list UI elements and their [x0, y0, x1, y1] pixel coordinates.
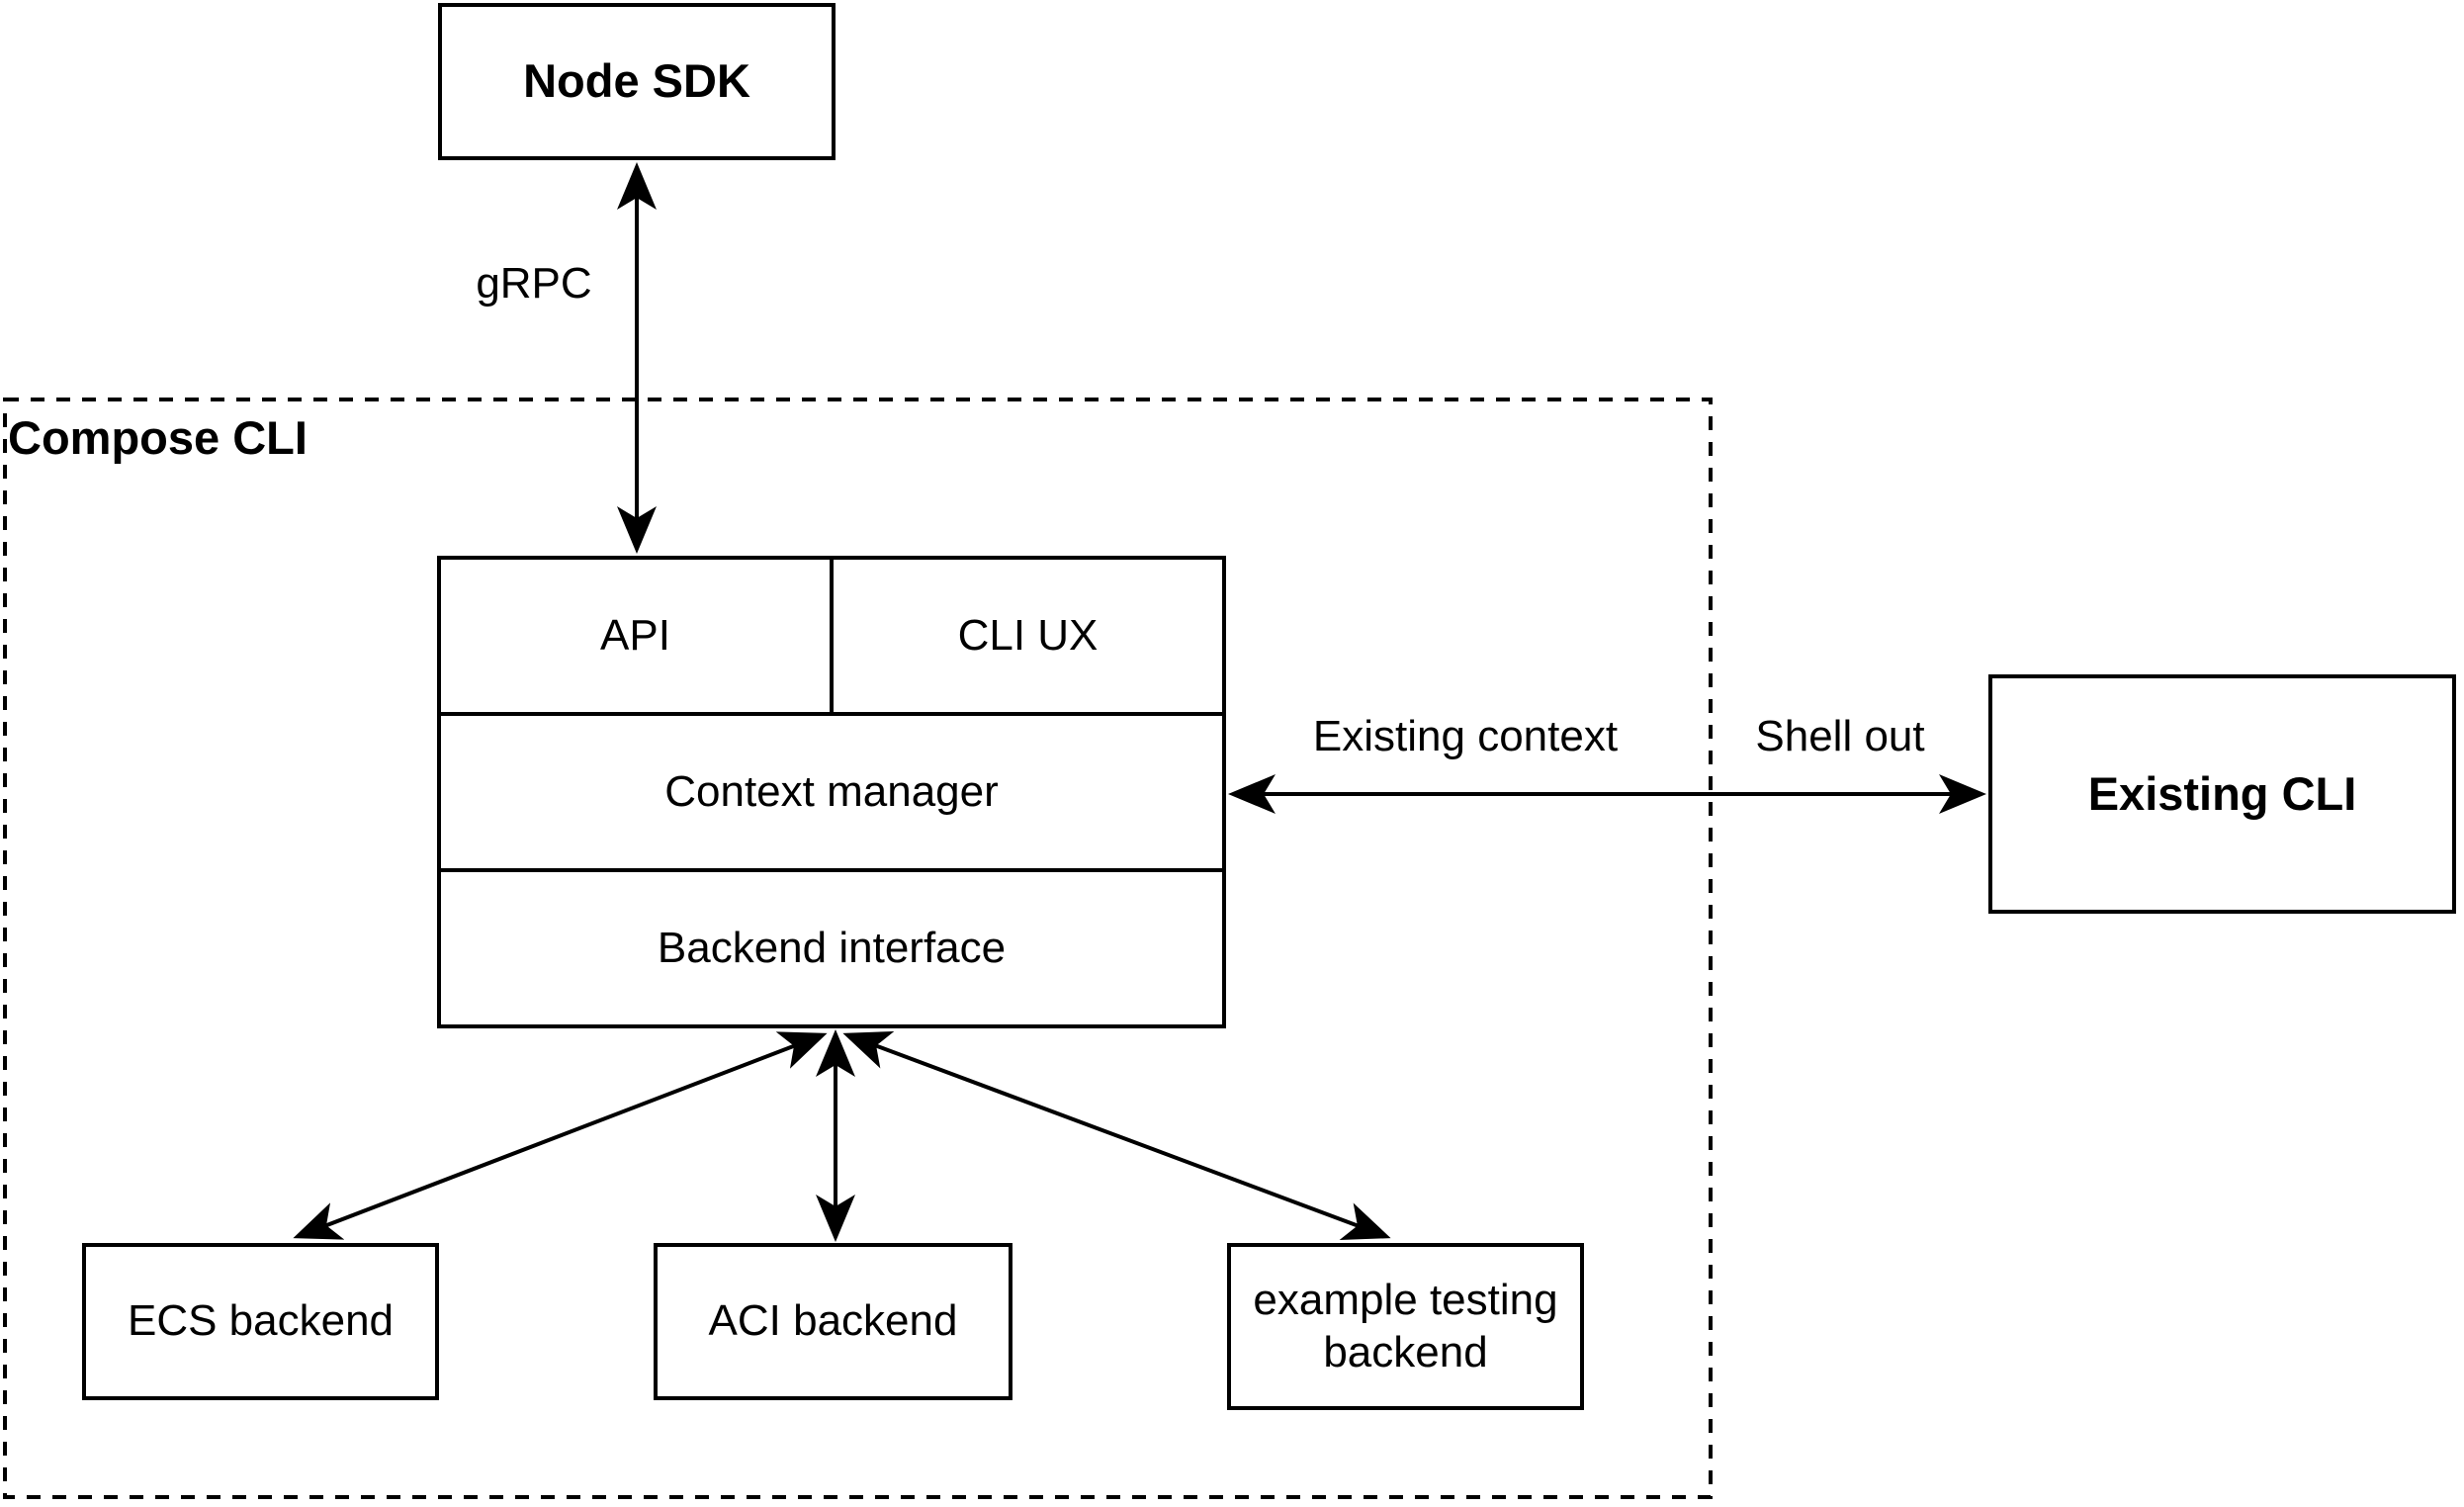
context-manager-cell: Context manager — [441, 712, 1222, 868]
existing-cli-label: Existing CLI — [2087, 766, 2357, 820]
aci-backend-label: ACI backend — [708, 1296, 958, 1346]
ecs-backend-label: ECS backend — [127, 1296, 395, 1346]
existing-cli-box: Existing CLI — [1988, 674, 2456, 914]
compose-cli-core-box: API CLI UX Context manager Backend inter… — [437, 556, 1226, 1028]
context-manager-label: Context manager — [664, 767, 999, 816]
cli-ux-label: CLI UX — [957, 611, 1099, 660]
compose-cli-container-label: Compose CLI — [8, 411, 308, 464]
grpc-edge-label: gRPC — [476, 259, 592, 308]
example-testing-backend-box: example testing backend — [1227, 1243, 1584, 1410]
shell-out-edge-label: Shell out — [1755, 712, 1925, 760]
example-testing-backend-label: example testing backend — [1253, 1275, 1558, 1376]
node-sdk-label: Node SDK — [523, 54, 750, 108]
backend-interface-cell: Backend interface — [441, 868, 1222, 1024]
node-sdk-box: Node SDK — [438, 3, 836, 160]
backend-ecs-arrow — [293, 1031, 828, 1240]
backend-interface-label: Backend interface — [657, 924, 1007, 972]
aci-backend-box: ACI backend — [654, 1243, 1012, 1400]
cli-ux-cell: CLI UX — [830, 560, 1222, 712]
ecs-backend-box: ECS backend — [82, 1243, 439, 1400]
backend-example-arrow — [842, 1030, 1391, 1241]
top-row: API CLI UX — [441, 560, 1222, 712]
api-label: API — [600, 611, 670, 660]
existing-context-edge-label: Existing context — [1312, 712, 1619, 760]
api-cell: API — [441, 560, 830, 712]
